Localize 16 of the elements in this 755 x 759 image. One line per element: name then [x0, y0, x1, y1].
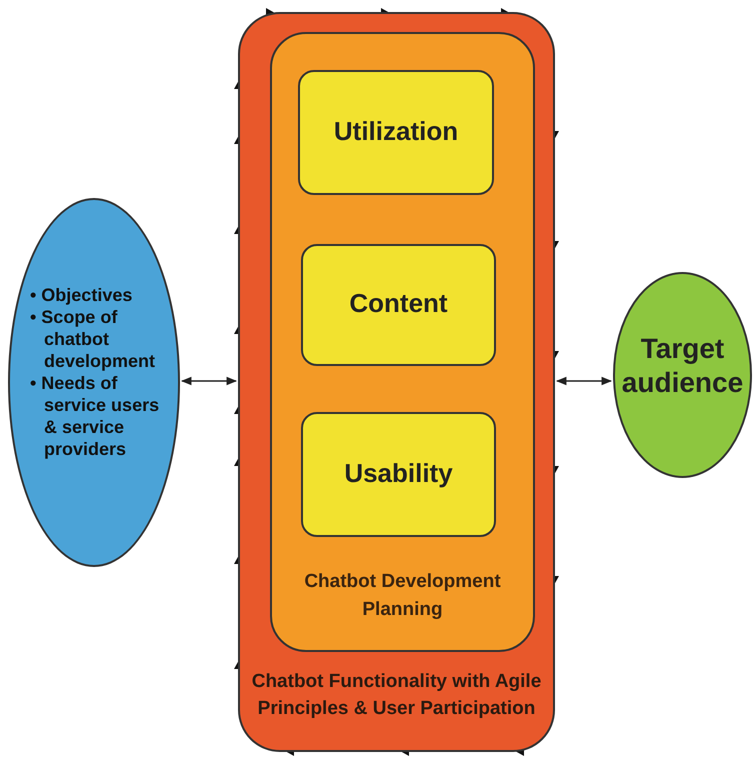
component-box — [301, 412, 496, 537]
component-box — [301, 244, 496, 366]
double-arrow — [556, 376, 612, 386]
panel-title: Chatbot Functionality with Agile Principles & User Participation — [250, 670, 542, 721]
component-label: Utilization — [332, 116, 460, 147]
bullet-item: • Scope of chatbot development — [30, 306, 156, 372]
component-label: Usability — [343, 458, 454, 489]
inner-rounded-panel — [270, 32, 535, 652]
bullet-item: • Needs of service users & service providers — [30, 372, 160, 460]
panel-title: Chatbot Development Planning — [303, 570, 502, 622]
component-box — [298, 70, 494, 195]
component-label: Content — [348, 288, 449, 319]
audience-label: Target audience — [621, 332, 744, 400]
outer-rounded-panel — [238, 12, 555, 752]
double-arrow — [180, 376, 238, 386]
bullet-item: • Objectives — [30, 284, 134, 306]
